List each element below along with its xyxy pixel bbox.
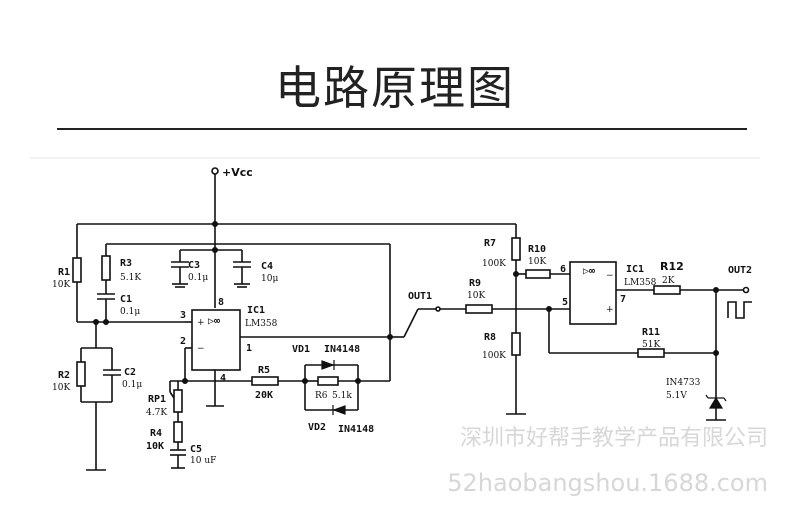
r7-value: 100K — [482, 259, 506, 269]
r1-label: R1 — [58, 267, 70, 278]
opamp-a-plus: + — [197, 318, 205, 328]
r3-label: R3 — [120, 258, 132, 269]
pin6-label: 6 — [560, 264, 566, 275]
c2-value: 0.1μ — [122, 380, 142, 390]
opamp-b-symbol: ▷∞ — [583, 266, 595, 277]
out2-label: OUT2 — [728, 265, 752, 276]
page-title: 电路原理图 — [275, 61, 515, 115]
r4-value: 10K — [146, 441, 164, 452]
r1-value: 10K — [52, 280, 70, 290]
r2-value: 10K — [52, 383, 70, 393]
zener-value: 5.1V — [666, 391, 687, 401]
r5-value: 20K — [255, 390, 273, 401]
diodes-and-junctions — [92, 221, 727, 415]
r11-label: R11 — [642, 327, 660, 338]
r9-value: 10K — [467, 291, 485, 301]
c1-label: C1 — [120, 294, 132, 305]
r11-value: 51K — [642, 340, 660, 350]
opamp-a-minus: − — [197, 344, 205, 354]
r9-label: R9 — [469, 278, 481, 289]
c1-value: 0.1μ — [120, 307, 140, 317]
pin4-label: 4 — [220, 373, 226, 384]
r2-label: R2 — [58, 370, 70, 381]
pin5-label: 5 — [562, 297, 568, 308]
vcc-label: +Vcc — [222, 166, 253, 179]
r10-label: R10 — [528, 244, 546, 255]
watermark-url: 52haobangshou.1688.com — [447, 469, 768, 497]
c5-value: 10 uF — [190, 456, 216, 466]
r8-label: R8 — [484, 332, 496, 343]
r12-value: 2K — [662, 276, 675, 286]
r3-value: 5.1K — [120, 273, 141, 283]
vd1-part: IN4148 — [324, 344, 360, 355]
r12-label: R12 — [660, 260, 684, 273]
opamp-a-symbol: ▷∞ — [208, 316, 220, 327]
ic1a-label: IC1 — [247, 305, 265, 316]
r7-label: R7 — [484, 238, 496, 249]
watermark-company: 深圳市好帮手教学产品有限公司 — [460, 426, 768, 451]
title-divider — [57, 128, 747, 130]
wires — [72, 167, 752, 471]
c3-value: 0.1μ — [188, 273, 208, 283]
pin7-label: 7 — [620, 294, 626, 305]
vd2-label: VD2 — [308, 422, 326, 433]
c4-label: C4 — [261, 261, 273, 272]
r8-value: 100K — [482, 351, 506, 361]
rp1-value: 4.7K — [146, 408, 167, 418]
out1-label: OUT1 — [408, 291, 432, 302]
r5-label: R5 — [258, 365, 270, 376]
pin8-label: 8 — [218, 297, 224, 308]
c4-value: 10μ — [261, 274, 278, 284]
r6-label: R6 — [315, 391, 328, 401]
pin3-label: 3 — [180, 310, 186, 321]
pin1-label: 1 — [246, 343, 252, 354]
opamp-b-minus: − — [606, 271, 614, 281]
c3-label: C3 — [188, 260, 200, 271]
r6-value: 5.1k — [332, 391, 352, 401]
rp1-label: RP1 — [148, 394, 166, 405]
pin2-label: 2 — [180, 336, 186, 347]
ic1a-part: LM358 — [245, 319, 278, 329]
c2-label: C2 — [124, 367, 136, 378]
ic1b-label: IC1 — [626, 264, 644, 275]
r4-label: R4 — [150, 428, 162, 439]
zener-label: IN4733 — [666, 378, 701, 388]
ic1b-part: LM358 — [624, 278, 657, 288]
vd2-part: IN4148 — [338, 424, 374, 435]
vd1-label: VD1 — [292, 344, 310, 355]
c5-label: C5 — [190, 444, 202, 455]
r10-value: 10K — [528, 257, 546, 267]
opamp-b-plus: + — [606, 305, 614, 315]
